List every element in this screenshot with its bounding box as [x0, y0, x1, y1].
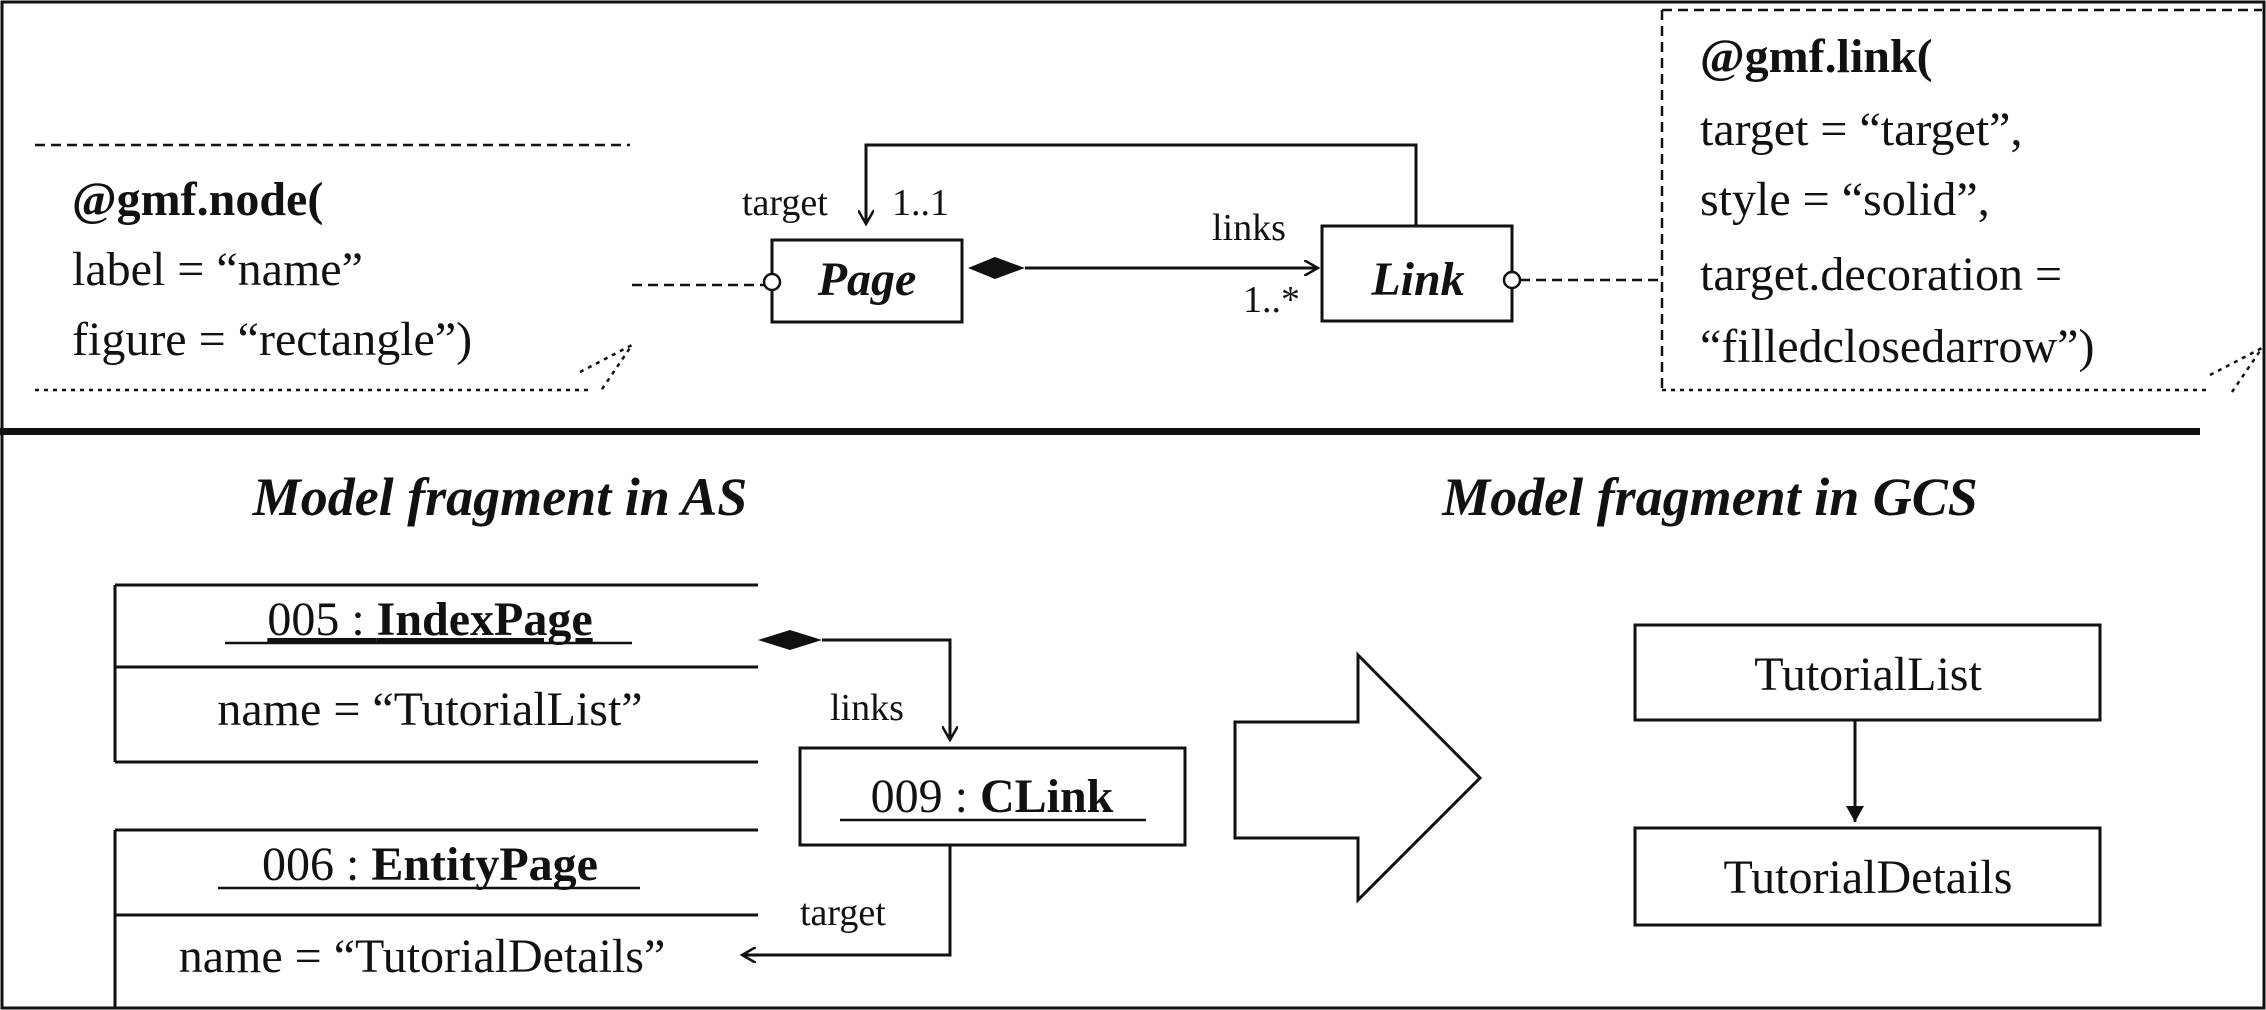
link-port-circle [1502, 270, 1522, 290]
gcs-node-tutoriallist [1633, 623, 2102, 722]
link-class-name: Link [1370, 253, 1464, 306]
link-note-line1: @gmf.link( [1700, 30, 1933, 83]
link-note-line5: “filledclosedarrow”) [1700, 320, 2094, 373]
node-note-line2: label = “name” [72, 243, 363, 296]
gcs-node-tutorialdetails [1633, 826, 2102, 927]
target-multiplicity: 1..1 [892, 182, 949, 224]
clink-title: 009 : CLink [871, 770, 1114, 823]
links-role-label: links [1212, 207, 1286, 249]
target-association [866, 143, 1418, 226]
gcs-node-tutorialdetails-label: TutorialDetails [1724, 851, 2013, 904]
composition-diamond [968, 257, 1025, 279]
node-note-fold [579, 343, 634, 393]
page-port-circle [762, 272, 782, 292]
indexpage-title: 005 : IndexPage [267, 593, 592, 646]
page-class-name: Page [817, 253, 917, 306]
as-links-label: links [830, 687, 904, 729]
gcs-node-tutoriallist-label: TutorialList [1754, 648, 1982, 701]
node-note-line1: @gmf.node( [72, 173, 323, 226]
entitypage-attr: name = “TutorialDetails” [179, 930, 666, 983]
clink-box [798, 746, 1187, 847]
link-note-fold [2209, 346, 2264, 393]
node-note-line3: figure = “rectangle”) [72, 313, 472, 366]
entitypage-title: 006 : EntityPage [262, 838, 598, 891]
links-multiplicity: 1..* [1243, 279, 1300, 321]
section-separator [0, 428, 2200, 435]
link-note-line4: target.decoration = [1700, 248, 2062, 301]
link-note-line3: style = “solid”, [1700, 173, 1990, 226]
target-role-label: target [742, 182, 828, 224]
transformation-arrow [1233, 651, 1483, 904]
as-fragment-title: Model fragment in AS [252, 467, 748, 527]
link-note-line2: target = “target”, [1700, 103, 2022, 156]
as-links-edge [822, 638, 950, 740]
indexpage-attr: name = “TutorialList” [217, 683, 642, 736]
as-target-label: target [800, 892, 886, 934]
gcs-fragment-title: Model fragment in GCS [1441, 467, 1978, 527]
as-target-edge [742, 845, 952, 955]
as-composition-diamond [758, 630, 822, 650]
